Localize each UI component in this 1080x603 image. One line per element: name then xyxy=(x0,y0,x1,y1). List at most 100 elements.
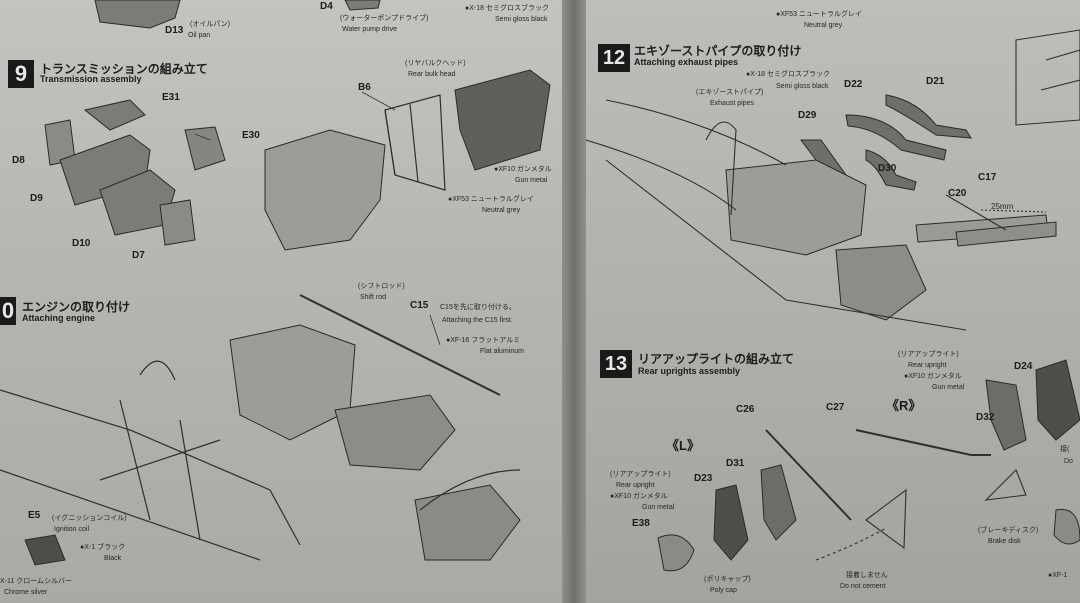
dimension-line xyxy=(980,209,1047,213)
exhaust-pipes-jp: (エキゾーストパイプ) xyxy=(696,89,764,96)
water-pump-note-jp: (ウォーターポンプドライブ) xyxy=(340,15,429,22)
part-d29-label: D29 xyxy=(798,110,817,121)
upright-l-jp: (リアアップライト) xyxy=(610,471,671,478)
top-paint-en: Semi gloss black xyxy=(495,16,548,23)
inset-detail-box xyxy=(1015,29,1080,126)
paint-gun-r-jp: ●XF10 ガンメタル xyxy=(904,373,962,380)
step-12-title-en: Attaching exhaust pipes xyxy=(634,57,739,67)
lower-arm-drawing xyxy=(865,488,907,550)
engine-exhaust-drawing xyxy=(725,159,867,256)
upright-l-d31-drawing xyxy=(760,464,797,541)
part-e31-drawing xyxy=(83,99,146,131)
pipe-d22-drawing xyxy=(845,114,947,161)
right-page-illustrations xyxy=(586,29,1080,572)
top-paint-right-en: Neutral grey xyxy=(804,22,843,29)
part-e38-label: E38 xyxy=(632,518,650,529)
water-pump-drawing xyxy=(344,0,381,11)
c15-note-jp: C15を先に取り付ける。 xyxy=(440,304,516,311)
left-page-illustrations xyxy=(0,0,551,566)
shift-rod-drawing xyxy=(299,294,501,396)
paint-chrome-jp: X-11 クロームシルバー xyxy=(0,578,73,585)
paint-gun-metal-jp: ●XF10 ガンメタル xyxy=(494,166,552,173)
cutoff-note-a: 接( xyxy=(1060,446,1070,453)
muffler-c17-drawing xyxy=(955,221,1057,247)
part-d22-label: D22 xyxy=(844,79,863,90)
brake-disk-jp: (ブレーキディスク) xyxy=(978,527,1039,534)
rear-bulk-head-jp: (リヤバルクヘッド) xyxy=(405,60,466,67)
part-d7-label: D7 xyxy=(132,250,145,261)
upright-l-d23-drawing xyxy=(713,484,749,561)
pipe-d21-drawing xyxy=(885,94,972,139)
part-d10-label: D10 xyxy=(72,238,91,249)
part-e30-label: E30 xyxy=(242,130,260,141)
part-b6-label: B6 xyxy=(358,82,371,93)
top-paint-jp: ●X-18 セミグロスブラック xyxy=(465,5,549,12)
rod-c26-drawing xyxy=(765,429,852,521)
upright-l-en: Rear upright xyxy=(616,482,655,489)
side-left-label: 《L》 xyxy=(666,438,700,453)
part-c17-label: C17 xyxy=(978,172,997,183)
step-10-title-jp: エンジンの取り付け xyxy=(22,300,131,314)
lower-arm-r-drawing xyxy=(984,469,1027,501)
step-10-title-en: Attaching engine xyxy=(22,313,96,323)
upright-r-en: Rear upright xyxy=(908,362,947,369)
step-12-title-jp: エキゾーストパイプの取り付け xyxy=(634,44,802,58)
upright-r-d32-drawing xyxy=(985,379,1027,451)
part-d8-label: D8 xyxy=(12,155,25,166)
oil-pan-note-en: Oil pan xyxy=(188,32,211,39)
ignition-coil-en: Ignition coil xyxy=(54,526,90,533)
paint-neutral-grey-en: Neutral grey xyxy=(482,207,521,214)
brake-disk-r-drawing xyxy=(1053,508,1080,545)
part-d23-label: D23 xyxy=(694,473,713,484)
cutoff-note-c: ●XF-1 xyxy=(1048,572,1068,579)
ignition-coil-drawing xyxy=(24,534,66,566)
part-d31-label: D31 xyxy=(726,458,745,469)
rod-c27-drawing xyxy=(855,429,991,456)
paint-gun-metal-en: Gun metal xyxy=(515,177,548,184)
poly-cap-jp: (ポリキャップ) xyxy=(704,576,751,583)
part-d9-label: D9 xyxy=(30,193,43,204)
no-cement-jp: 接着しません xyxy=(846,572,888,579)
side-right-label: 《R》 xyxy=(886,398,922,413)
left-page: D13 (オイルパン) Oil pan D4 (ウォーターポンプドライブ) Wa… xyxy=(0,0,562,603)
dimension-25mm: 25mm xyxy=(991,202,1014,211)
gearbox-drawing xyxy=(454,69,551,171)
gearbox-exhaust-drawing xyxy=(835,244,927,321)
step-9-number: 9 xyxy=(8,60,34,88)
part-e31-label: E31 xyxy=(162,92,180,103)
paint-neutral-grey-jp: ●XF53 ニュートラルグレイ xyxy=(448,196,534,203)
part-c26-label: C26 xyxy=(736,404,755,415)
cutoff-note-b: Do xyxy=(1064,458,1073,465)
part-d30-label: D30 xyxy=(878,163,897,174)
upright-r-jp: (リアアップライト) xyxy=(898,351,959,358)
gearbox-install-drawing xyxy=(334,394,456,471)
chassis-exhaust-drawing xyxy=(586,99,967,331)
part-d21-label: D21 xyxy=(926,76,945,87)
oil-pan-note-jp: (オイルパン) xyxy=(190,21,231,28)
water-pump-note-en: Water pump drive xyxy=(342,26,397,33)
step-10-number: 0 xyxy=(0,297,16,325)
gearbox-detail-drawing xyxy=(414,484,521,561)
no-cement-en: Do not cement xyxy=(840,583,886,590)
part-d4-label: D4 xyxy=(320,1,333,12)
exhaust-paint-en: Semi gloss black xyxy=(776,83,829,90)
step-9-title-jp: トランスミッションの組み立て xyxy=(40,62,208,76)
part-e5-label: E5 xyxy=(28,510,41,521)
step-12-number: 12 xyxy=(598,44,630,72)
paint-black-jp: ●X-1 ブラック xyxy=(80,544,126,551)
engine-drawing xyxy=(264,129,386,251)
chassis-frame-drawing xyxy=(0,360,301,561)
part-e30-drawing xyxy=(184,126,226,171)
engine-install-drawing xyxy=(229,324,356,441)
part-c15-label: C15 xyxy=(410,300,429,311)
step-13-title-jp: リアアップライトの組み立て xyxy=(638,352,795,366)
exhaust-paint-jp: ●X-18 セミグロスブラック xyxy=(746,71,830,78)
pipe-d30-drawing xyxy=(865,149,917,191)
step-9-title-en: Transmission assembly xyxy=(40,74,142,84)
brake-disk-l-drawing xyxy=(657,534,695,572)
part-d13-label: D13 xyxy=(165,25,184,36)
shift-rod-jp: (シフトロッド) xyxy=(358,283,405,290)
c15-note-en: Attaching the C15 first. xyxy=(442,317,513,324)
paint-black-en: Black xyxy=(104,555,122,562)
part-d32-label: D32 xyxy=(976,412,995,423)
